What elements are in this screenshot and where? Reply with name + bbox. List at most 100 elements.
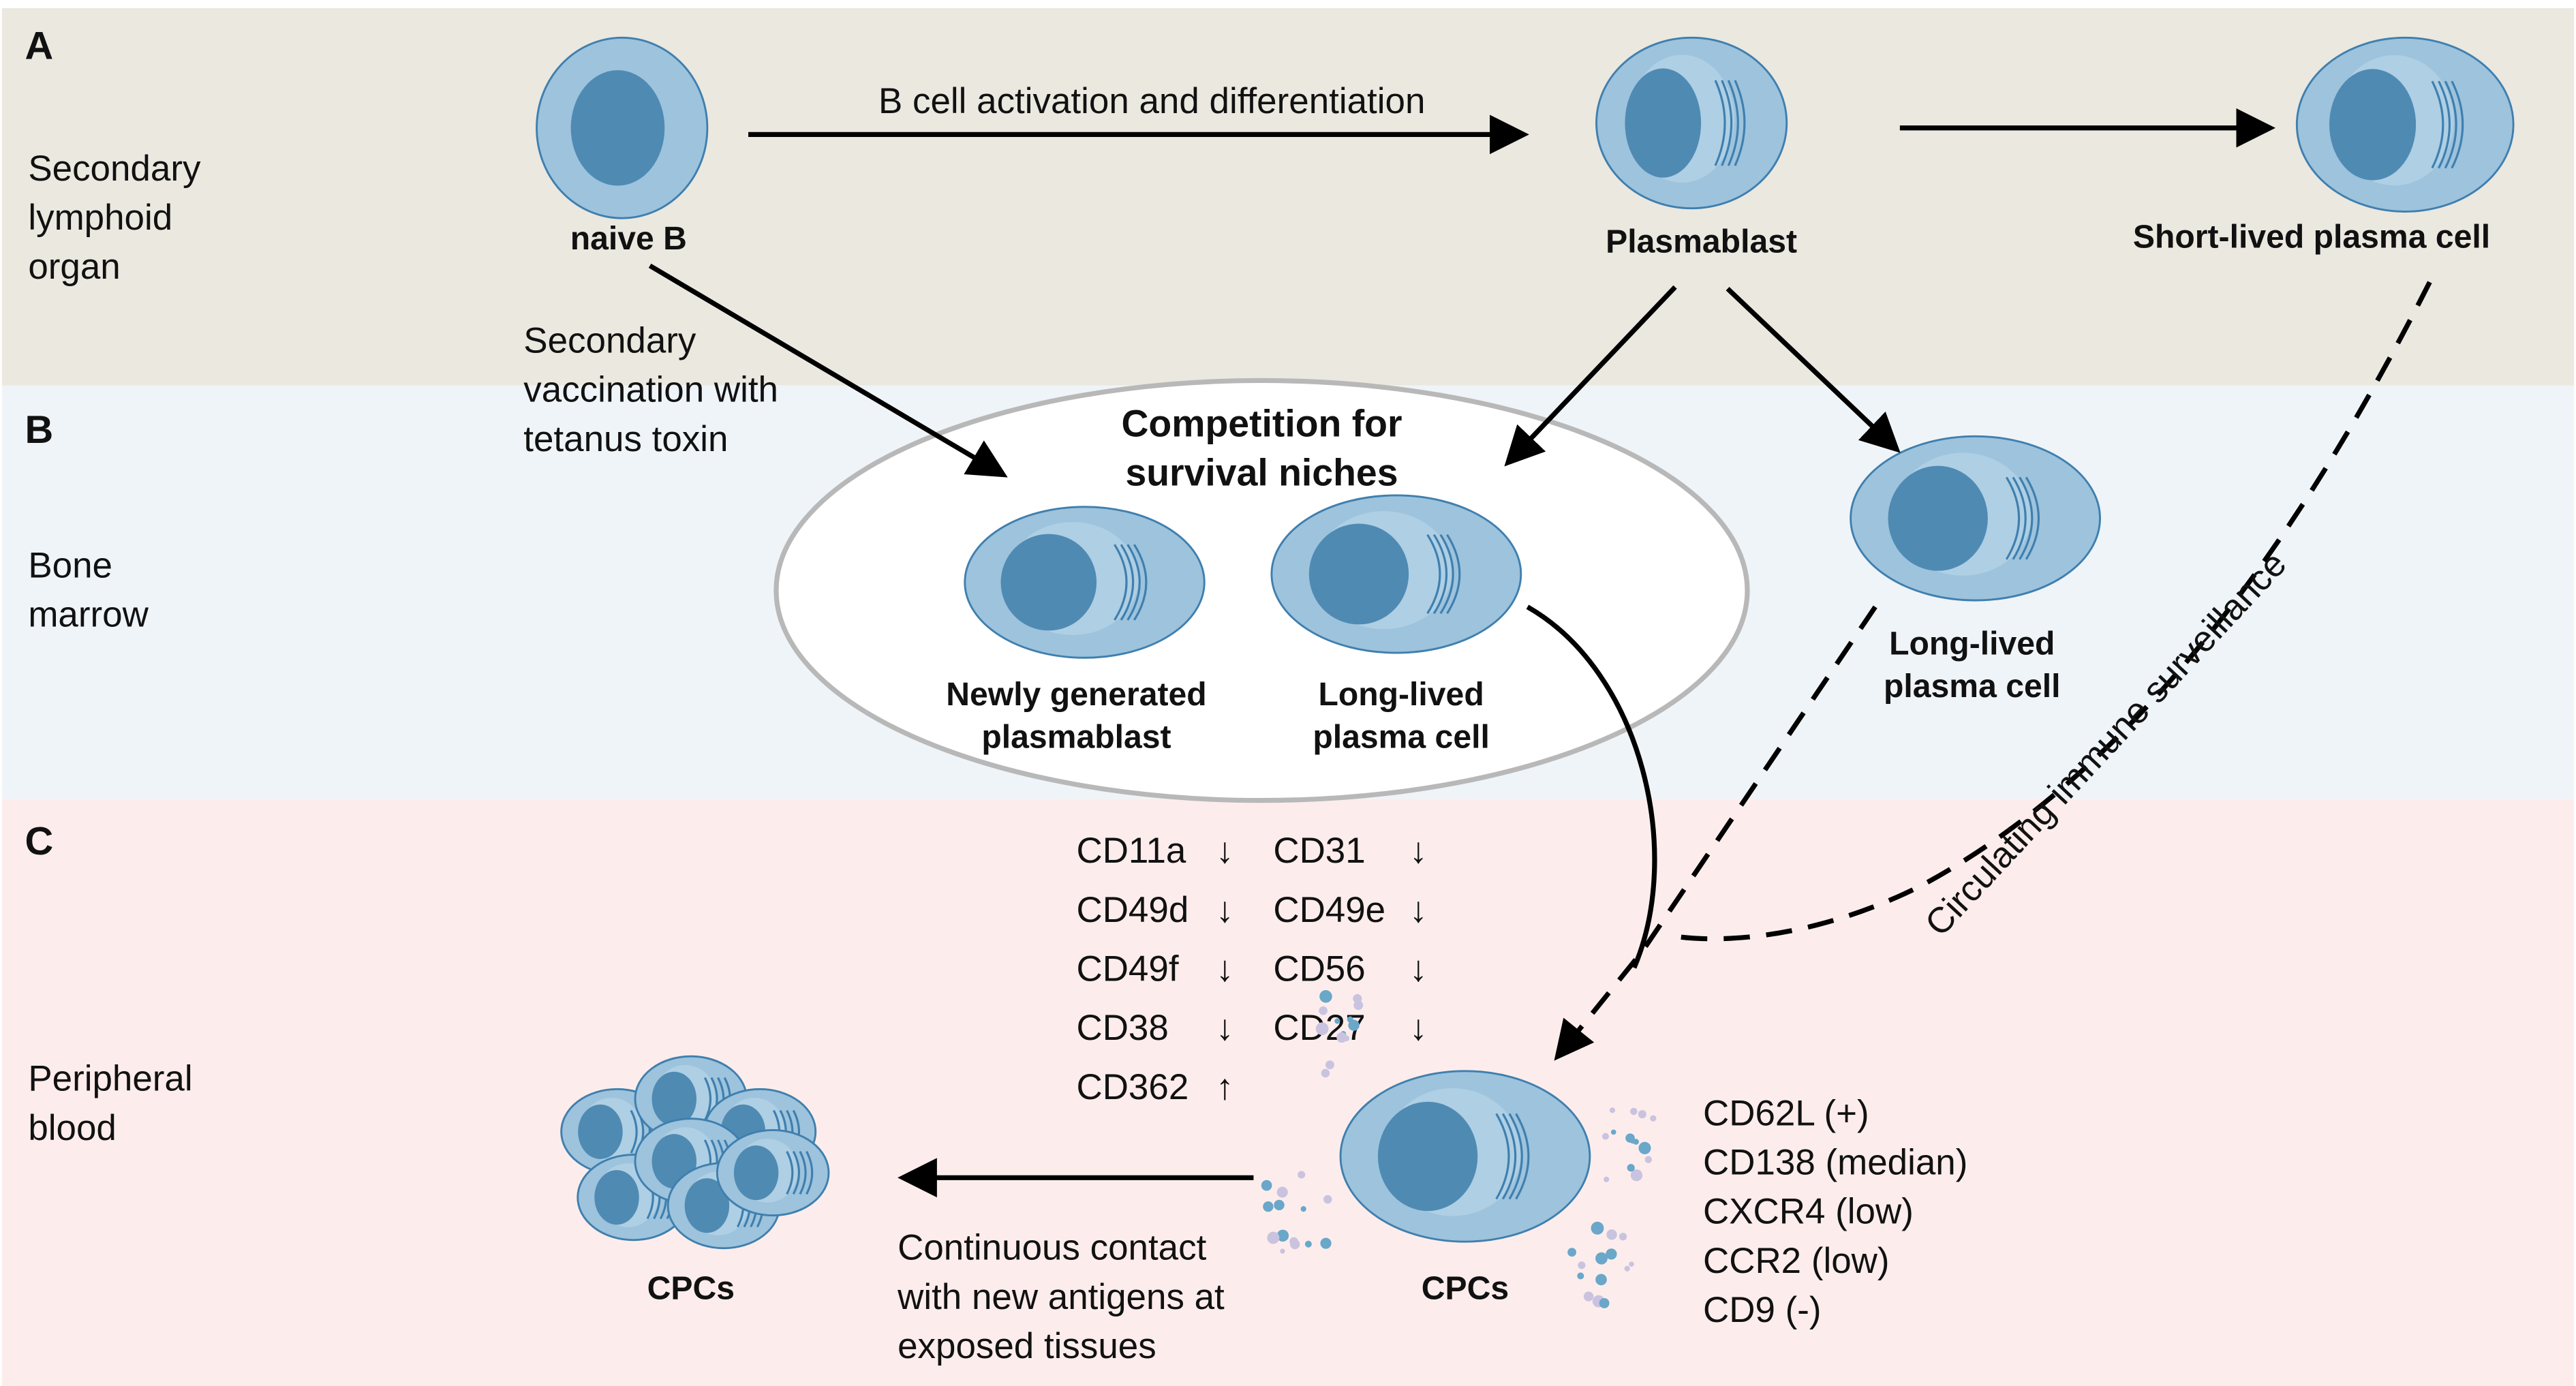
- endoplasmic-reticulum: [1501, 1113, 1517, 1200]
- arrow-short-lived-surveillance: [1666, 281, 2432, 942]
- endoplasmic-reticulum: [1120, 544, 1135, 621]
- endoplasmic-reticulum: [1714, 80, 1726, 166]
- marker-name: CD49e: [1273, 890, 1385, 930]
- survival-niche-ellipse: [773, 378, 1750, 803]
- particle: [1601, 1133, 1609, 1140]
- particle: [1599, 1298, 1610, 1308]
- cell-cpc-cluster-member: [716, 1129, 830, 1217]
- cell-nucleus: [1625, 68, 1702, 178]
- particle: [1604, 1176, 1610, 1182]
- particle: [1624, 1265, 1630, 1272]
- cell-nucleus: [2329, 69, 2417, 181]
- particle: [1325, 1060, 1334, 1070]
- particle: [1348, 1019, 1360, 1031]
- endoplasmic-reticulum: [1734, 80, 1746, 166]
- cell-nucleus: [733, 1145, 779, 1201]
- cpc-marker: CD62L (+): [1703, 1093, 1869, 1133]
- particle: [1321, 1068, 1330, 1078]
- particle: [1629, 1261, 1634, 1267]
- endoplasmic-reticulum: [2431, 80, 2444, 169]
- marker-direction: ↓: [1216, 1008, 1233, 1048]
- arrow-plasmablast-to-long-lived: [1726, 287, 1901, 453]
- endoplasmic-reticulum: [1126, 544, 1141, 621]
- endoplasmic-reticulum: [2012, 476, 2027, 560]
- section-label-a-1: Secondary: [28, 149, 201, 189]
- marker-name: CD49f: [1076, 949, 1178, 989]
- cells-layer: [536, 36, 2515, 1250]
- particle: [1304, 1240, 1312, 1248]
- particle: [1577, 1272, 1584, 1280]
- label-long-lived-niche-2: plasma cell: [1313, 719, 1489, 756]
- endoplasmic-reticulum: [2451, 80, 2464, 169]
- endoplasmic-reticulum: [792, 1151, 800, 1195]
- particle: [1638, 1110, 1646, 1119]
- cell-long-lived-niche: [1270, 494, 1522, 654]
- particle: [1353, 1000, 1364, 1011]
- marker-direction: ↑: [1216, 1067, 1233, 1107]
- cell-nucleus: [578, 1104, 623, 1159]
- particle: [1320, 1237, 1332, 1249]
- particle: [1619, 1233, 1627, 1241]
- particle: [1300, 1206, 1306, 1212]
- section-letter-a: A: [25, 25, 54, 68]
- annotation-vaccination-2: vaccination with: [523, 370, 778, 410]
- particle: [1644, 1156, 1653, 1163]
- cell-nucleus: [684, 1178, 730, 1233]
- particle: [1267, 1231, 1280, 1244]
- particle: [1276, 1186, 1288, 1198]
- particle: [1280, 1248, 1285, 1254]
- marker-name: CD11a: [1076, 831, 1186, 871]
- particle: [1315, 1022, 1329, 1036]
- endoplasmic-reticulum: [1515, 1113, 1530, 1200]
- cell-naive-b: [536, 36, 709, 219]
- cpc-marker-list: CD62L (+) CD138 (median) CXCR4 (low) CCR…: [1703, 1093, 1967, 1330]
- label-cpcs: CPCs: [1422, 1269, 1509, 1306]
- endoplasmic-reticulum: [2438, 80, 2451, 169]
- particle: [1606, 1248, 1617, 1260]
- particle: [1630, 1107, 1638, 1115]
- section-label-c-2: blood: [28, 1108, 117, 1148]
- cell-long-lived: [1850, 435, 2101, 602]
- cell-nucleus: [570, 70, 665, 186]
- endoplasmic-reticulum: [1426, 534, 1441, 615]
- section-label-a-2: lymphoid: [28, 198, 172, 238]
- particle: [1334, 1018, 1340, 1024]
- endoplasmic-reticulum: [2019, 476, 2034, 560]
- cell-nucleus: [1308, 523, 1409, 625]
- particle: [1578, 1261, 1586, 1269]
- label-long-lived-1: Long-lived: [1889, 625, 2055, 662]
- endoplasmic-reticulum: [1495, 1113, 1510, 1200]
- cell-cpc: [1339, 1070, 1591, 1243]
- arrow-naive-to-niche: [648, 263, 1008, 478]
- particle: [1323, 1195, 1332, 1204]
- arrow-long-lived-to-cpc: [1554, 605, 1877, 1061]
- marker-direction: ↓: [1216, 949, 1233, 989]
- particle: [1319, 990, 1332, 1003]
- label-naive-b: naive B: [570, 220, 687, 257]
- secreted-particles: [1261, 990, 1657, 1308]
- annotation-contact-3: exposed tissues: [898, 1326, 1156, 1366]
- particle: [1274, 1199, 1285, 1211]
- label-newly-generated-1: Newly generated: [946, 676, 1206, 713]
- particle: [1263, 1201, 1274, 1212]
- particle: [1319, 1006, 1328, 1015]
- label-plasmablast: Plasmablast: [1606, 224, 1797, 260]
- annotation-contact-2: with new antigens at: [897, 1277, 1225, 1317]
- particle: [1583, 1291, 1594, 1302]
- marker-name: CD362: [1076, 1067, 1189, 1107]
- annotation-contact-1: Continuous contact: [898, 1228, 1206, 1268]
- endoplasmic-reticulum: [1439, 534, 1454, 615]
- cell-nucleus: [1377, 1101, 1478, 1212]
- cpc-marker: CXCR4 (low): [1703, 1192, 1914, 1232]
- particle: [1261, 1180, 1272, 1191]
- label-newly-generated-2: plasmablast: [981, 719, 1171, 756]
- marker-name: CD31: [1273, 831, 1365, 871]
- band-secondary-lymphoid: [1, 8, 2575, 386]
- cell-newly-generated: [964, 506, 1206, 659]
- endoplasmic-reticulum: [1133, 544, 1148, 621]
- label-short-lived: Short-lived plasma cell: [2133, 218, 2490, 255]
- particle: [1633, 1139, 1639, 1145]
- band-peripheral-blood: [1, 799, 2575, 1386]
- endoplasmic-reticulum: [630, 1109, 638, 1154]
- cell-plasmablast: [1595, 36, 1788, 210]
